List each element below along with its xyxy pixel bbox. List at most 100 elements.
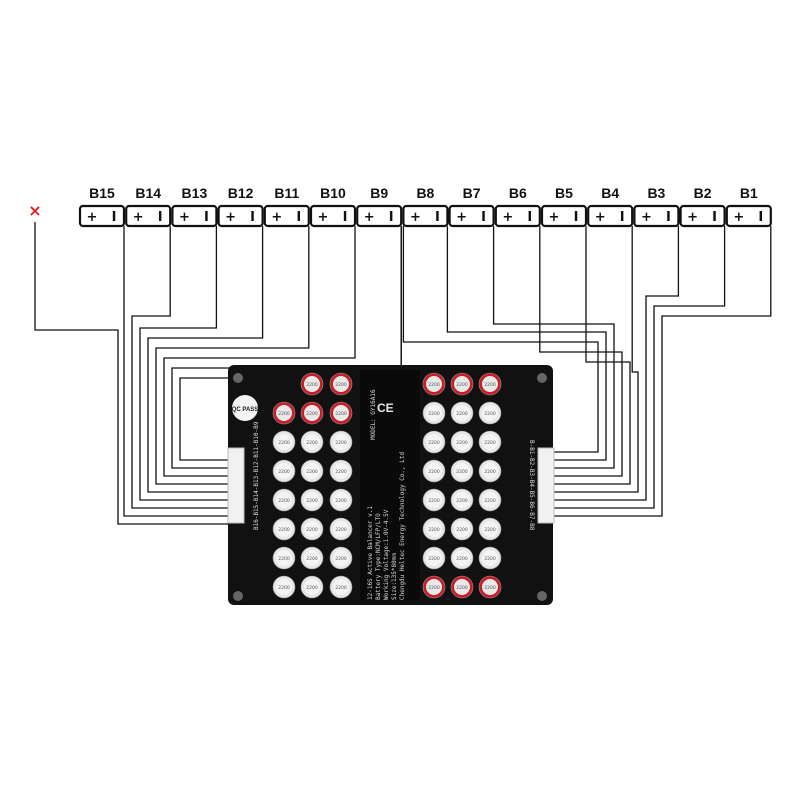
capacitor-label: 2200: [484, 556, 496, 562]
capacitor-label: 2200: [428, 440, 440, 446]
battery-cell-body: [540, 204, 588, 228]
capacitor-label: 2200: [428, 498, 440, 504]
plus-terminal: +: [456, 210, 467, 225]
capacitor-label: 2200: [335, 498, 347, 504]
capacitor-face: [454, 521, 470, 537]
silk-line: Battery Type:NCM/LFP/LTO: [375, 513, 382, 600]
capacitor-face: [482, 405, 498, 421]
capacitor-face: [304, 376, 320, 392]
battery-cell: B3+I: [633, 185, 680, 228]
capacitor-label: 2200: [335, 556, 347, 562]
capacitor: 2200: [422, 546, 446, 570]
battery-cell-body: [725, 204, 772, 228]
plus-terminal: +: [502, 210, 513, 225]
plus-terminal: +: [364, 210, 375, 225]
plus-terminal: +: [133, 210, 144, 225]
battery-cell-label: B2: [694, 185, 712, 201]
capacitor-face: [276, 434, 292, 450]
capacitor-label: 2200: [335, 382, 347, 388]
plus-terminal: +: [87, 210, 98, 225]
capacitor-face: [454, 492, 470, 508]
battery-cell: B13+I: [171, 185, 218, 228]
battery-cell-body: [309, 204, 357, 228]
capacitor: 2200: [329, 488, 353, 512]
right-balance-wire: [554, 226, 680, 501]
capacitor: 2200: [329, 372, 353, 396]
capacitor: 2200: [272, 575, 296, 599]
capacitor: 2200: [478, 517, 502, 541]
capacitor-face: [333, 579, 349, 595]
plus-terminal: +: [410, 210, 421, 225]
capacitor-label: 2200: [456, 556, 468, 562]
capacitor-label: 2200: [428, 585, 440, 591]
capacitor-label: 2200: [278, 411, 290, 417]
battery-cell-label: B3: [647, 185, 665, 201]
capacitor: 2200: [450, 575, 474, 599]
capacitor-label: 2200: [335, 585, 347, 591]
capacitor-label: 2200: [428, 382, 440, 388]
capacitor: 2200: [478, 430, 502, 454]
capacitor-face: [454, 579, 470, 595]
capacitor-face: [304, 550, 320, 566]
capacitor: 2200: [300, 459, 324, 483]
battery-cell-label: B9: [370, 185, 388, 201]
left-balance-wire: [155, 226, 310, 485]
capacitor-face: [426, 492, 442, 508]
capacitor-face: [276, 521, 292, 537]
wires-layer: [34, 222, 772, 525]
plus-terminal: +: [318, 210, 329, 225]
capacitor-label: 2200: [278, 469, 290, 475]
capacitor: 2200: [422, 430, 446, 454]
capacitor-label: 2200: [306, 440, 318, 446]
capacitor-face: [333, 521, 349, 537]
right-balance-wire: [554, 226, 772, 517]
battery-cell-body: [448, 204, 495, 228]
capacitor: 2200: [272, 401, 296, 425]
battery-cell-body: [494, 204, 541, 228]
capacitor: 2200: [300, 430, 324, 454]
capacitor: 2200: [478, 488, 502, 512]
capacitor-label: 2200: [278, 585, 290, 591]
capacitor-face: [276, 492, 292, 508]
minus-terminal: I: [712, 210, 717, 225]
capacitor-label: 2200: [456, 440, 468, 446]
capacitor-face: [333, 463, 349, 479]
battery-cell-label: B14: [135, 185, 161, 201]
capacitor-label: 2200: [306, 556, 318, 562]
capacitor: 2200: [450, 488, 474, 512]
balancer-board: QC PASS CE 12-16S Active Balancer v.1 Ba…: [227, 365, 555, 605]
capacitor-face: [482, 521, 498, 537]
right-balance-wire: [539, 226, 623, 477]
left-balance-wire: [163, 226, 356, 477]
plus-terminal: +: [641, 210, 652, 225]
capacitor-label: 2200: [428, 469, 440, 475]
battery-cell-label: B7: [463, 185, 481, 201]
capacitor: 2200: [422, 575, 446, 599]
plus-terminal: +: [733, 210, 744, 225]
capacitor-face: [304, 521, 320, 537]
battery-cell-body: [171, 204, 218, 228]
battery-cell-label: B5: [555, 185, 573, 201]
capacitor-label: 2200: [456, 382, 468, 388]
battery-cell-body: [217, 204, 264, 228]
capacitor-face: [304, 434, 320, 450]
capacitor: 2200: [329, 546, 353, 570]
capacitor-label: 2200: [278, 498, 290, 504]
plus-terminal: +: [595, 210, 606, 225]
minus-terminal: I: [574, 210, 579, 225]
capacitor-label: 2200: [306, 585, 318, 591]
capacitor-face: [333, 376, 349, 392]
plus-terminal: +: [225, 210, 236, 225]
left-balance-wire: [123, 226, 228, 517]
capacitor-label: 2200: [306, 382, 318, 388]
battery-cell-label: B13: [182, 185, 208, 201]
capacitor-label: 2200: [484, 440, 496, 446]
minus-terminal: I: [204, 210, 209, 225]
left-balance-wire: [139, 226, 228, 501]
capacitor-face: [426, 463, 442, 479]
capacitor-face: [482, 376, 498, 392]
capacitor: 2200: [329, 401, 353, 425]
battery-cell: B14+I: [125, 185, 172, 228]
ground-marker-x: ×: [28, 201, 41, 220]
